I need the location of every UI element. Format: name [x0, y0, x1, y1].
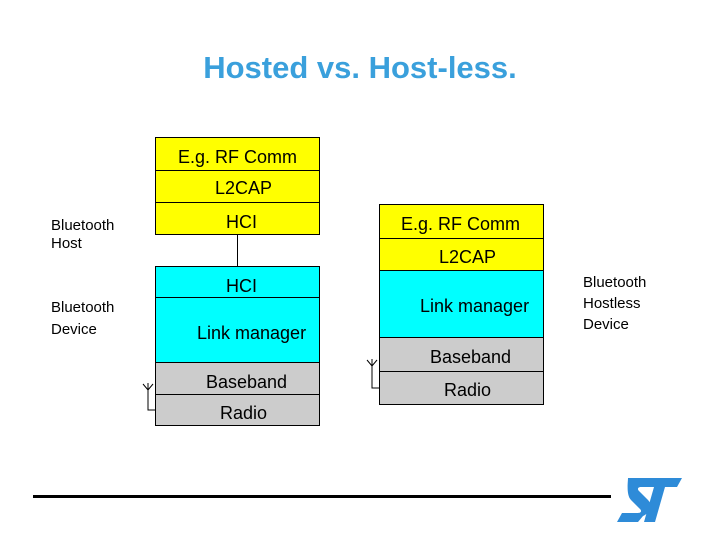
hostless-layer-radio: Radio [379, 371, 544, 405]
layer-label: Radio [220, 403, 268, 423]
layer-label: E.g. RF Comm [178, 147, 298, 167]
host-layer-hci: HCI [155, 202, 320, 235]
device-layer-hci: HCI [155, 266, 320, 298]
layer-label: Link manager [420, 296, 530, 316]
label-line: Bluetooth [583, 274, 647, 291]
layer-label: Baseband [430, 347, 512, 367]
device-layer-baseband: Baseband [155, 362, 320, 395]
hostless-layer-rfcomm: E.g. RF Comm [379, 204, 544, 239]
label-line: Device [51, 321, 97, 338]
layer-label: L2CAP [215, 178, 273, 198]
slide-title: Hosted vs. Host-less. [203, 50, 517, 85]
layer-label: Baseband [206, 372, 288, 392]
device-layer-link-manager: Link manager [155, 297, 320, 363]
device-layer-radio: Radio [155, 394, 320, 426]
label-line: Host [51, 235, 82, 252]
antenna-icon [142, 383, 155, 411]
bluetooth-host-label: Bluetooth Host [51, 217, 114, 253]
st-logo [617, 478, 682, 522]
label-line: Hostless [583, 295, 641, 312]
layer-label: HCI [226, 276, 257, 296]
antenna-icon [366, 359, 379, 389]
hostless-layer-link-manager: Link manager [379, 270, 544, 338]
layer-label: L2CAP [439, 247, 497, 267]
layer-label: Link manager [197, 323, 307, 343]
layer-label: HCI [226, 212, 257, 232]
footer-rule [33, 495, 611, 498]
host-layer-l2cap: L2CAP [155, 170, 320, 203]
bluetooth-hostless-device-label: Bluetooth Hostless Device [583, 272, 646, 335]
hostless-layer-baseband: Baseband [379, 337, 544, 372]
layer-label: Radio [444, 380, 492, 400]
hostless-layer-l2cap: L2CAP [379, 238, 544, 271]
host-layer-rfcomm: E.g. RF Comm [155, 137, 320, 171]
label-line: Device [583, 316, 629, 333]
label-line: Bluetooth [51, 217, 115, 234]
bluetooth-device-label: Bluetooth Device [51, 297, 114, 341]
hci-connector [237, 235, 238, 266]
layer-label: E.g. RF Comm [401, 214, 521, 234]
label-line: Bluetooth [51, 299, 115, 316]
